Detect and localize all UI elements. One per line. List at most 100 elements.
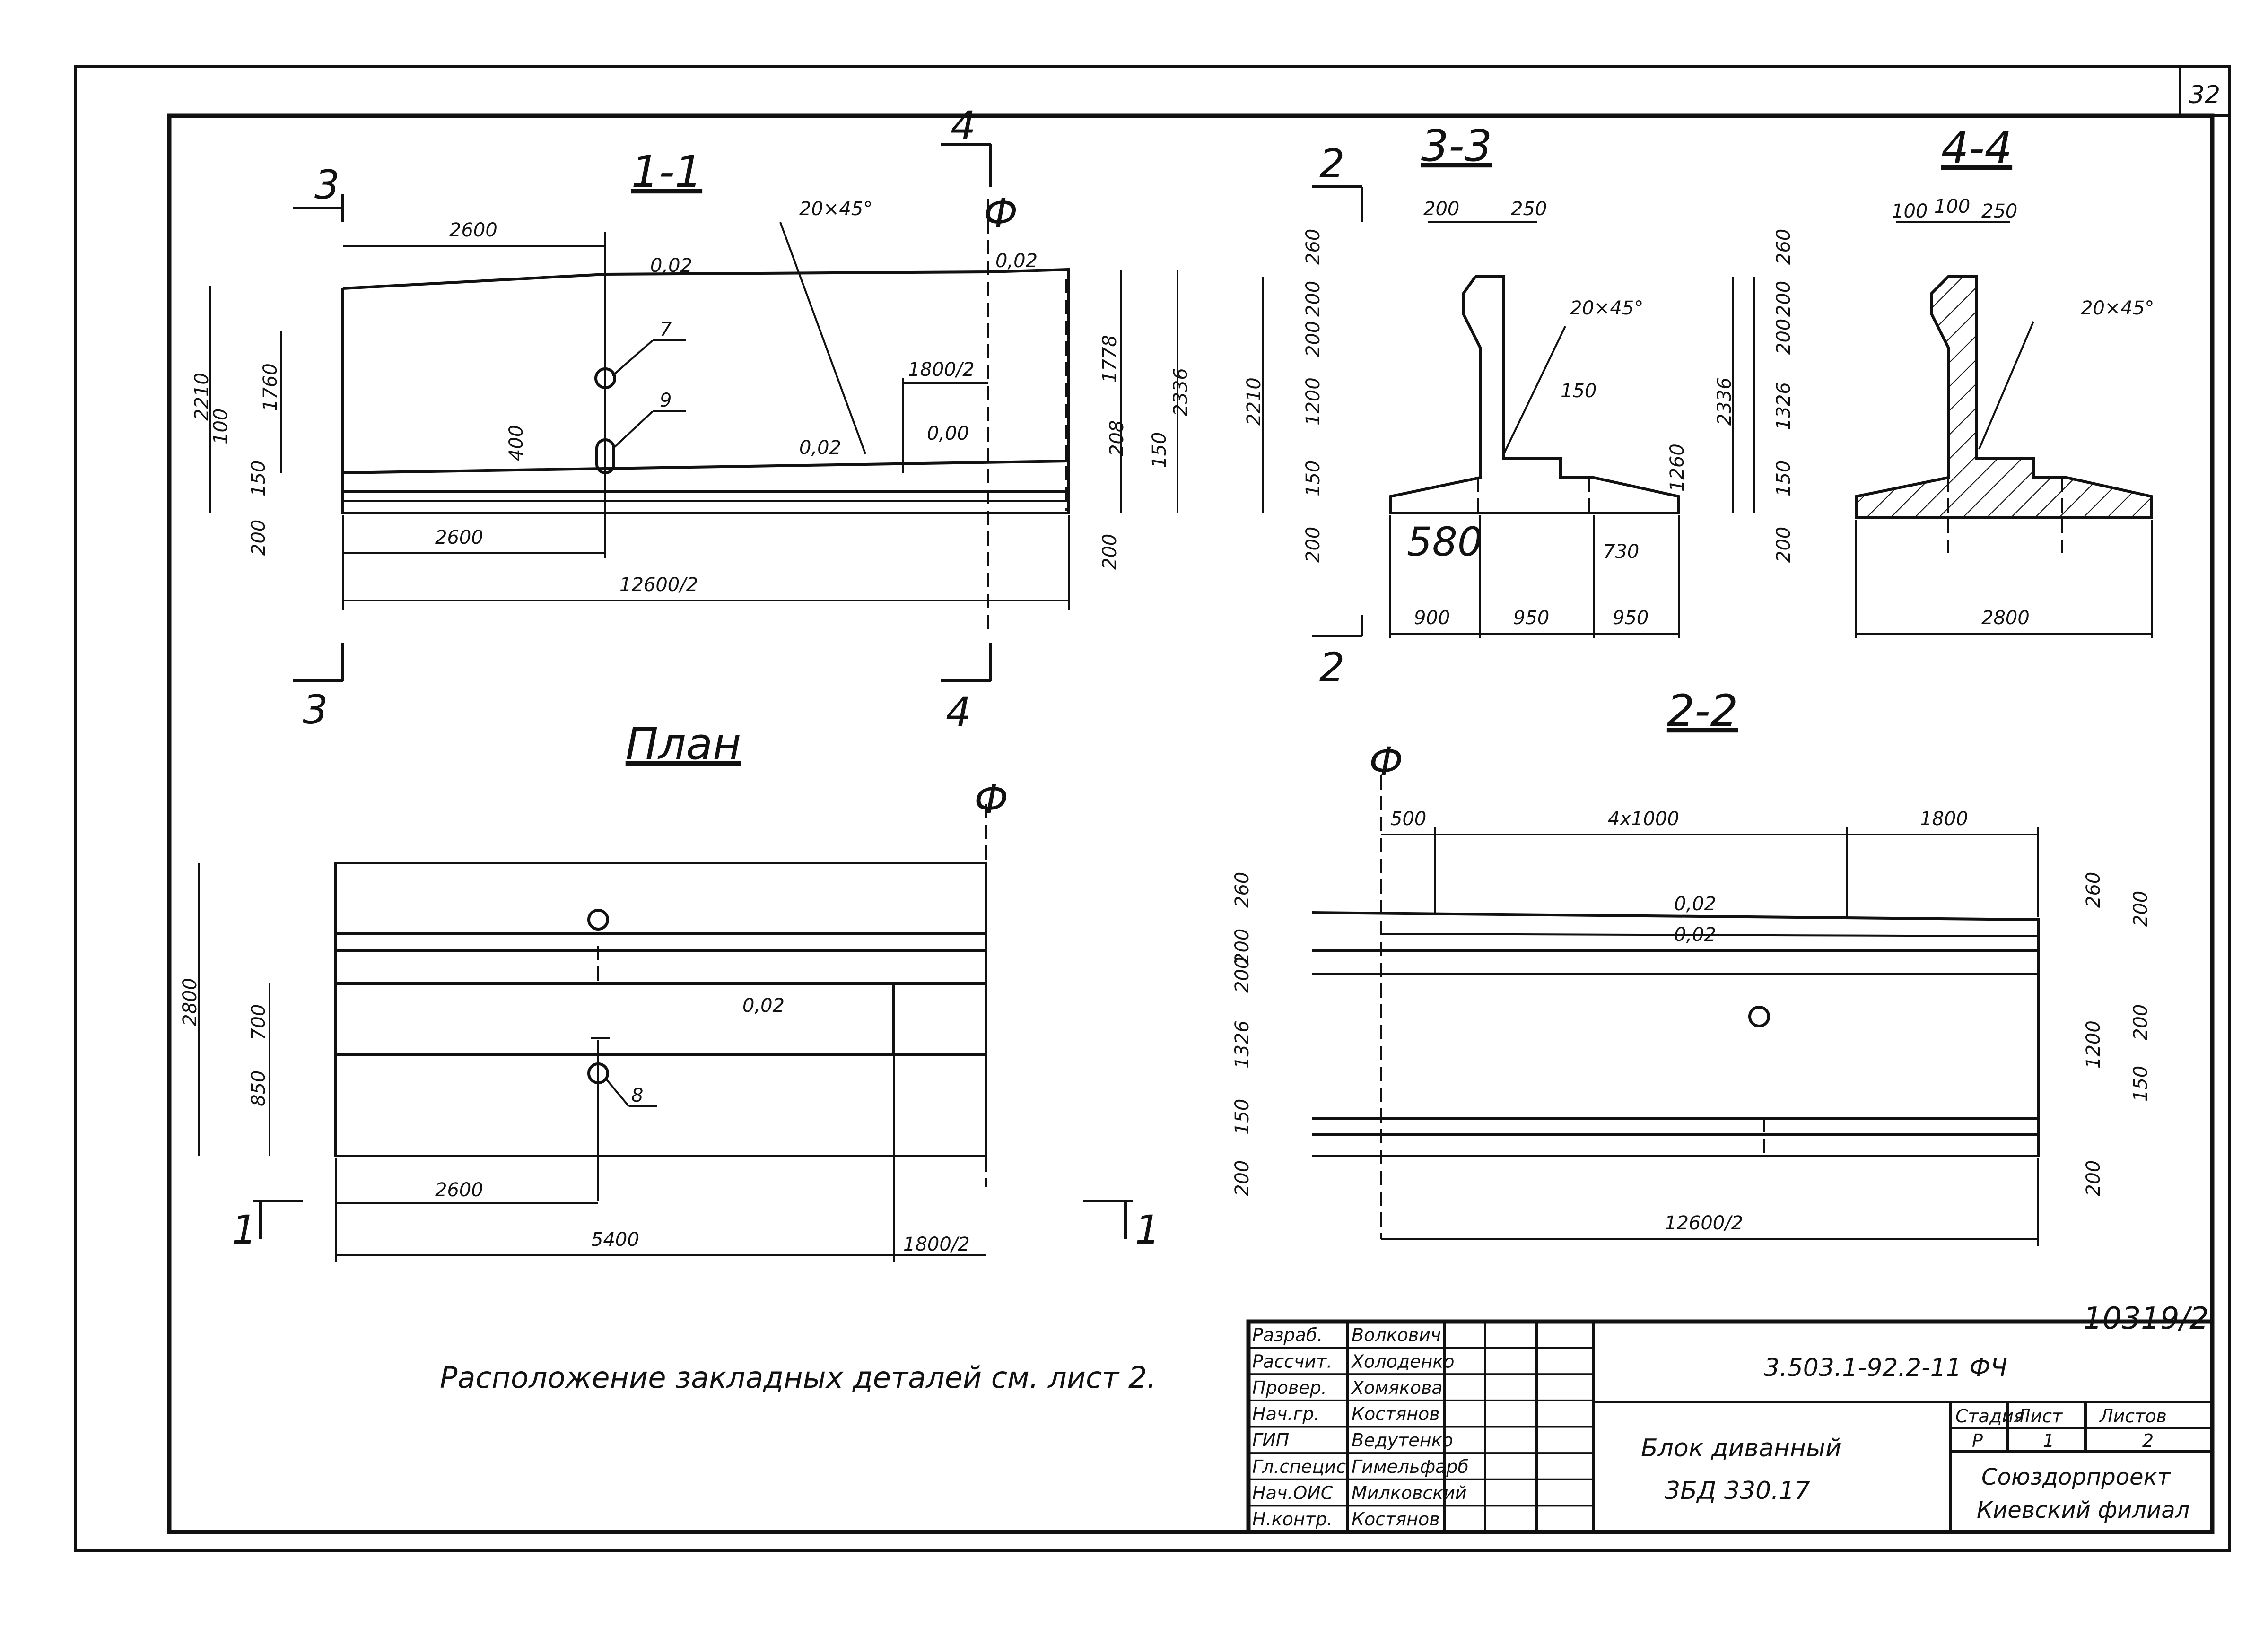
section-1-1-title: 1-1 bbox=[631, 147, 702, 197]
plan-dim-2800: 2800 bbox=[179, 978, 201, 1026]
chamfer-label-3-3: 20×45° bbox=[1570, 297, 1643, 319]
tb-role: ГИП bbox=[1252, 1430, 1289, 1451]
dim-2-2-r200: 200 bbox=[2130, 891, 2152, 927]
dim-3-3-900: 900 bbox=[1414, 607, 1450, 629]
cut-4-bottom: 4 bbox=[946, 689, 971, 735]
dim-3-3-250: 250 bbox=[1511, 198, 1547, 220]
dim-2336: 2336 bbox=[1170, 368, 1192, 416]
dim-1800-2-1-1: 1800/2 bbox=[908, 359, 975, 381]
dim-2600-bottom: 2600 bbox=[435, 527, 483, 548]
section-2-2-title: 2-2 bbox=[1667, 686, 1738, 736]
tb-name: Хомякова bbox=[1351, 1377, 1443, 1398]
tb-name: Милковский bbox=[1352, 1482, 1467, 1503]
dim-3-3-200b: 200 bbox=[1302, 321, 1324, 357]
dim-200-right: 200 bbox=[1099, 534, 1121, 570]
dim-400: 400 bbox=[506, 425, 527, 461]
tb-sheets-header: Листов bbox=[2099, 1406, 2167, 1427]
tb-name: Гимельфарб bbox=[1352, 1456, 1469, 1477]
dim-3-3-730: 730 bbox=[1603, 541, 1639, 563]
hole-7 bbox=[594, 367, 616, 389]
section-2-2: 2-2 Ф 500 4x1000 1800 0,02 0,02 260 200 … bbox=[1231, 686, 2152, 1246]
tb-rows: Разраб.ВолковичРассчит.ХолоденкоПровер.Х… bbox=[1248, 1325, 1594, 1530]
tb-sheets: 2 bbox=[2142, 1430, 2154, 1451]
outer-frame bbox=[74, 65, 2231, 1552]
tb-role: Нач.ОИС bbox=[1252, 1482, 1334, 1503]
plan-dim-850: 850 bbox=[248, 1070, 270, 1106]
tb-product-mark: 3БД 330.17 bbox=[1665, 1477, 1810, 1505]
inventory-number: 10319/2 bbox=[2083, 1301, 2209, 1336]
cut-3-top: 3 bbox=[314, 162, 340, 208]
tb-sheet: 1 bbox=[2043, 1430, 2054, 1451]
dim-2-2-r260: 260 bbox=[2083, 872, 2104, 908]
dim-12600-2-1-1: 12600/2 bbox=[619, 574, 698, 596]
dim-150: 150 bbox=[248, 461, 270, 496]
tb-org-line2: Киевский филиал bbox=[1977, 1497, 2189, 1523]
dim-4-4-100b: 100 bbox=[1934, 196, 1970, 218]
dim-2-2-200c: 200 bbox=[1231, 1160, 1253, 1196]
dim-3-3-1260: 1260 bbox=[1666, 444, 1688, 492]
tb-role: Гл.специс bbox=[1252, 1456, 1346, 1477]
cut-2-top: 2 bbox=[1319, 140, 1344, 187]
plan-slope: 0,02 bbox=[742, 995, 785, 1017]
tb-role: Провер. bbox=[1252, 1377, 1327, 1398]
slope-1-1-b: 0,02 bbox=[995, 250, 1038, 272]
dim-3-3-200a: 200 bbox=[1302, 281, 1324, 317]
dim-3-3-260: 260 bbox=[1302, 229, 1324, 265]
tb-product-name: Блок диванный bbox=[1641, 1434, 1841, 1462]
plan-dim-1800-2: 1800/2 bbox=[903, 1234, 970, 1255]
dim-3-3-2210: 2210 bbox=[1243, 377, 1265, 426]
tb-sheet-header: Лист bbox=[2016, 1406, 2063, 1427]
tb-name: Ведутенко bbox=[1352, 1430, 1453, 1451]
dim-4-4-250: 250 bbox=[1981, 200, 2017, 222]
inner-frame bbox=[167, 113, 2215, 1534]
section-1-1: 1-1 3 3 4 4 Ф 7 9 20×45° bbox=[191, 103, 1192, 735]
dim-3-3-150b: 150 bbox=[1561, 380, 1596, 402]
dim-2-2-12600-2: 12600/2 bbox=[1665, 1212, 1743, 1234]
dim-4-4-200a: 200 bbox=[1773, 281, 1795, 317]
dim-3-3-950b: 950 bbox=[1613, 607, 1649, 629]
sheet-number-box bbox=[2179, 65, 2231, 117]
dim-1778: 1778 bbox=[1099, 335, 1121, 383]
tb-code: 3.503.1-92.2-11 ФЧ bbox=[1764, 1354, 2007, 1382]
title-block: Стадия Лист Листов Р 1 2 3.503.1-92.2-11… bbox=[1246, 1319, 2215, 1534]
plan-dim-2600: 2600 bbox=[435, 1179, 483, 1201]
tb-org-line1: Союздорпроект bbox=[1981, 1464, 2172, 1490]
dim-2-2-200a: 200 bbox=[1231, 929, 1253, 965]
tb-role: Рассчит. bbox=[1252, 1351, 1332, 1372]
tb-role: Н.контр. bbox=[1252, 1509, 1333, 1530]
axis-label-1-1: Ф bbox=[984, 190, 1018, 236]
dim-150-right: 150 bbox=[1149, 432, 1170, 468]
cut-1-right: 1 bbox=[1135, 1207, 1160, 1253]
marker-7: 7 bbox=[660, 319, 672, 340]
dim-2-2-1800: 1800 bbox=[1920, 808, 1968, 830]
tb-name: Костянов bbox=[1352, 1509, 1440, 1530]
dim-2210: 2210 bbox=[191, 373, 213, 421]
chamfer-label-4-4: 20×45° bbox=[2081, 297, 2154, 319]
dim-3-3-150: 150 bbox=[1302, 461, 1324, 496]
dim-4-4-100a: 100 bbox=[1892, 200, 1928, 222]
cut-2-bottom: 2 bbox=[1319, 644, 1344, 690]
tb-name: Костянов bbox=[1352, 1404, 1440, 1425]
cut-1-left: 1 bbox=[232, 1207, 257, 1253]
tb-name: Волкович bbox=[1352, 1325, 1441, 1346]
dim-208: 208 bbox=[1106, 420, 1128, 456]
plan-title: План bbox=[626, 719, 741, 769]
plan-hole-top bbox=[587, 909, 609, 931]
sheet-number: 32 bbox=[2189, 81, 2220, 109]
dim-3-3-580: 580 bbox=[1407, 519, 1483, 565]
tb-stage-header: Стадия bbox=[1955, 1406, 2024, 1427]
marker-8: 8 bbox=[631, 1085, 643, 1106]
dim-2-2-1326: 1326 bbox=[1231, 1020, 1253, 1069]
dim-4-4-200c: 200 bbox=[1773, 527, 1795, 563]
dim-2-2-4x1000: 4x1000 bbox=[1608, 808, 1679, 830]
section-4-4: 4-4 20×45° 100 100 250 260 200 200 1326 … bbox=[1753, 123, 2154, 638]
cut-4-top: 4 bbox=[951, 103, 976, 149]
dim-3-3-1200: 1200 bbox=[1302, 377, 1324, 426]
tb-role: Разраб. bbox=[1252, 1325, 1323, 1346]
dim-4-4-2800: 2800 bbox=[1981, 607, 2030, 629]
dim-3-3-2336: 2336 bbox=[1714, 377, 1736, 426]
plan-view: План Ф 8 0,02 2800 700 850 2600 5400 180… bbox=[179, 719, 1160, 1262]
section-2-2-hole bbox=[1748, 1006, 1770, 1027]
section-4-4-title: 4-4 bbox=[1941, 123, 2012, 174]
